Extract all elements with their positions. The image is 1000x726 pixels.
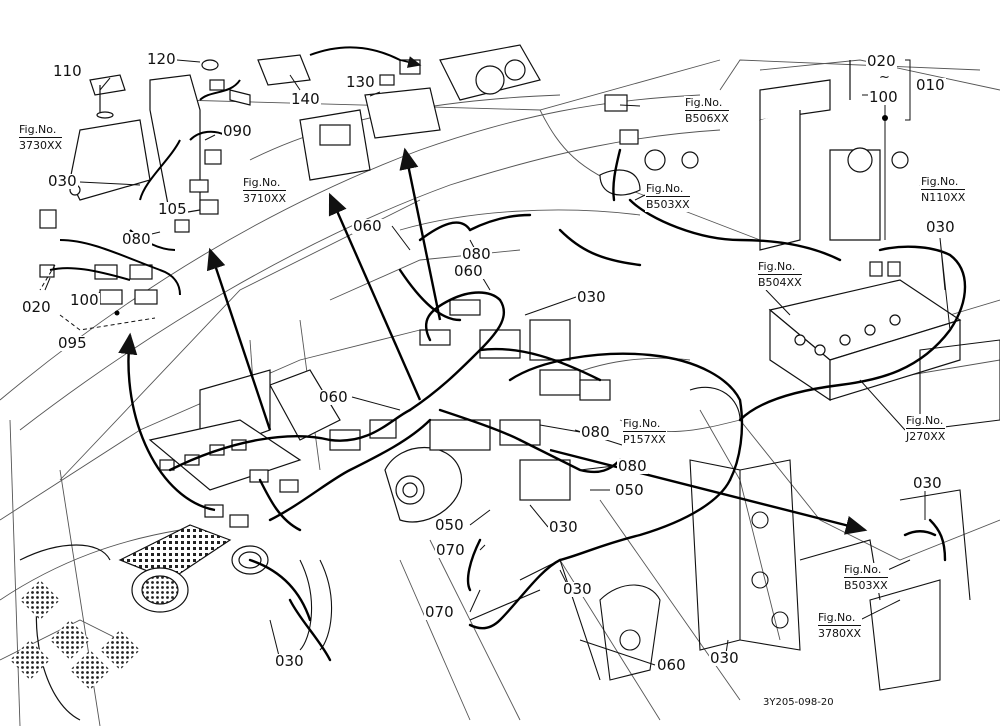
part-label-020: 020 [866, 52, 897, 70]
part-label-090: 090 [222, 122, 253, 140]
injection-pump [384, 299, 611, 523]
exploded-wire-top [309, 46, 401, 61]
part-label-030: 030 [912, 474, 943, 492]
assembly-arrows [118, 147, 868, 535]
exploded-cover-parts [257, 44, 541, 181]
part-label-095: 095 [57, 334, 88, 352]
fig-ref-3730xx: Fig.No. 3730XX [18, 123, 64, 153]
part-label-010: 010 [915, 76, 946, 94]
fig-number: B504XX [758, 273, 802, 289]
part-label-110: 110 [52, 62, 83, 80]
fig-prefix: Fig.No. [646, 182, 684, 195]
range-tilde: ~ [878, 70, 891, 85]
fig-number: 3710XX [243, 189, 287, 205]
part-label-030: 030 [576, 288, 607, 306]
part-label-030: 030 [548, 518, 579, 536]
fig-prefix: Fig.No. [243, 176, 281, 189]
part-label-060: 060 [318, 388, 349, 406]
exploded-wires [49, 79, 241, 296]
diagram-id: 3Y205-098-20 [763, 697, 834, 708]
fig-prefix: Fig.No. [623, 417, 661, 430]
part-label-140: 140 [290, 90, 321, 108]
fig-prefix: Fig.No. [818, 611, 856, 624]
fig-prefix: Fig.No. [844, 563, 882, 576]
part-label-020: 020 [21, 298, 52, 316]
part-label-105: 105 [157, 200, 188, 218]
part-label-070: 070 [424, 603, 455, 621]
part-label-060: 060 [656, 656, 687, 674]
wiring-harness [168, 148, 967, 662]
fig-prefix: Fig.No. [19, 123, 57, 136]
part-label-130: 130 [345, 73, 376, 91]
part-label-030: 030 [562, 580, 593, 598]
part-label-050: 050 [614, 481, 645, 499]
fig-ref-b504xx: Fig.No. B504XX [757, 260, 803, 290]
fig-number: N110XX [921, 188, 966, 204]
part-label-080: 080 [121, 230, 152, 248]
fig-number: B503XX [844, 576, 888, 592]
fig-ref-n110xx: Fig.No. N110XX [920, 175, 967, 205]
part-label-100: 100 [868, 88, 899, 106]
part-label-050: 050 [434, 516, 465, 534]
fig-prefix: Fig.No. [758, 260, 796, 273]
part-label-030: 030 [925, 218, 956, 236]
fig-ref-b506xx: Fig.No. B506XX [684, 96, 730, 126]
fig-number: 3730XX [19, 136, 63, 152]
fig-ref-j270xx: Fig.No. J270XX [905, 414, 947, 444]
group-brackets [39, 264, 156, 331]
part-label-080: 080 [617, 457, 648, 475]
part-label-080: 080 [461, 245, 492, 263]
exploded-bracket-parts [39, 59, 251, 305]
part-label-080: 080 [580, 423, 611, 441]
fig-ref-p157xx: Fig.No. P157XX [622, 417, 667, 447]
fig-prefix: Fig.No. [906, 414, 944, 427]
part-label-100: 100 [69, 291, 100, 309]
part-label-060: 060 [352, 217, 383, 235]
fig-ref-b503xx-lower: Fig.No. B503XX [843, 563, 889, 593]
fig-number: B506XX [685, 109, 729, 125]
fig-ref-b503xx: Fig.No. B503XX [645, 182, 691, 212]
part-label-030: 030 [709, 649, 740, 667]
fig-prefix: Fig.No. [685, 96, 723, 109]
fig-number: B503XX [646, 195, 690, 211]
fig-ref-3710xx: Fig.No. 3710XX [242, 176, 288, 206]
part-label-120: 120 [146, 50, 177, 68]
part-label-030: 030 [47, 172, 78, 190]
part-label-070: 070 [435, 541, 466, 559]
front-grille [10, 524, 269, 721]
control-valve-block [599, 60, 962, 402]
transmission-housing [299, 339, 1000, 691]
fig-number: 3780XX [818, 624, 862, 640]
fig-number: P157XX [623, 430, 666, 446]
fig-number: J270XX [906, 427, 946, 443]
fig-ref-3780xx: Fig.No. 3780XX [817, 611, 863, 641]
part-label-030: 030 [274, 652, 305, 670]
part-label-060: 060 [453, 262, 484, 280]
fig-prefix: Fig.No. [921, 175, 959, 188]
